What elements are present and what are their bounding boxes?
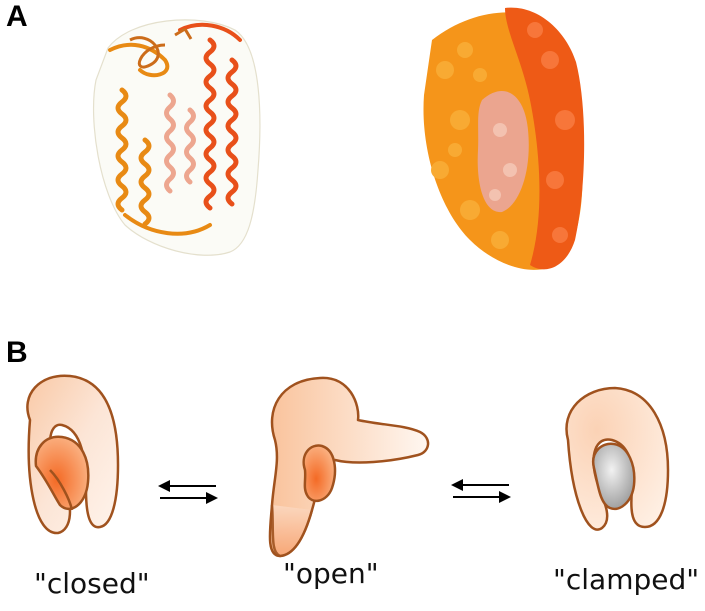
equilibrium-arrows-icon: [158, 480, 218, 504]
closed-conformation: [26, 374, 120, 535]
equilibrium-arrows-icon-2: [451, 479, 511, 503]
surface-structure: [423, 7, 585, 270]
open-conformation: [268, 376, 430, 558]
panel-b-label: B: [6, 336, 28, 369]
panel-a-label: A: [6, 0, 28, 33]
open-state-label: "open": [283, 557, 379, 590]
clamped-state-label: "clamped": [553, 563, 700, 596]
ribbon-structure: [92, 19, 261, 256]
closed-state-label: "closed": [34, 567, 150, 600]
clamped-conformation: [565, 386, 670, 531]
